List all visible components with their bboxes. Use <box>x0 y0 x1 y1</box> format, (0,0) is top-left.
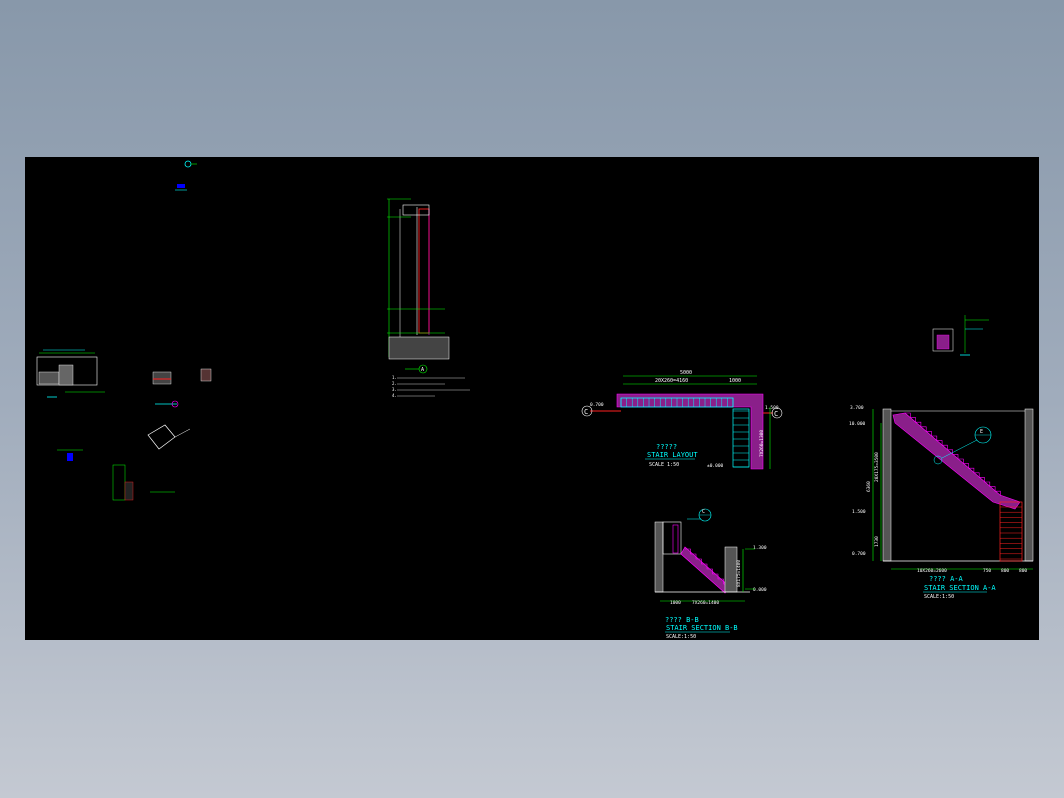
detail-cluster-top-left <box>175 160 197 191</box>
bb-level-top: 1.300 <box>753 545 767 551</box>
wall-section-detail: A 1. 2. 3. 4. <box>387 198 470 398</box>
stair-layout-scale: SCALE 1:50 <box>649 462 679 468</box>
drawing-canvas: A 1. 2. 3. 4. 5000 20X260=4160 1000 C 0.… <box>36 160 1034 640</box>
section-aa-scale: SCALE:1:50 <box>924 594 954 600</box>
aa-level-bottom: 0.700 <box>852 551 866 557</box>
dim-landing: 1000 <box>729 378 741 384</box>
dim-run: 20X260=4160 <box>655 378 688 384</box>
bb-level-bottom: 0.000 <box>753 587 767 593</box>
section-bb: 8X175=1400 1.300 0.000 1000 7X260=1400 C… <box>654 508 767 640</box>
dim-side: 7X260=1300 <box>759 430 765 457</box>
cad-viewport[interactable]: A 1. 2. 3. 4. 5000 20X260=4160 1000 C 0.… <box>25 157 1039 640</box>
aa-dim-rise: 20X175=3500 <box>874 452 880 482</box>
svg-text:3.: 3. <box>392 387 397 392</box>
section-bb-subtitle: STAIR SECTION B-B <box>666 624 738 632</box>
level-left: 0.700 <box>590 402 604 408</box>
level-bottom: ±0.000 <box>707 463 724 469</box>
aa-level-2: 10.000 <box>849 421 866 427</box>
wall-detail-notes: 1. 2. 3. 4. <box>392 375 470 398</box>
svg-text:1.: 1. <box>392 375 397 380</box>
aa-dim-run: 10X260=2600 <box>917 568 947 574</box>
section-aa: E 3.700 10.000 1.500 0.700 6360 20X175=3… <box>849 405 1034 600</box>
aa-dim-left: 6360 <box>866 481 872 492</box>
aa-level-3: 1.500 <box>852 509 866 515</box>
section-bb-title: ???? B-B <box>665 616 699 624</box>
detail-cluster-wall-footing <box>36 349 105 398</box>
level-right: 1.500 <box>765 405 779 411</box>
aa-dim-c: 800 <box>1019 568 1027 574</box>
plan-treads <box>620 398 734 407</box>
aa-dim-b: 800 <box>1001 568 1009 574</box>
stair-layout-title: ????? <box>656 443 677 451</box>
aa-detail-mark: E <box>980 429 983 435</box>
stair-layout-plan: 5000 20X260=4160 1000 C 0.700 C 1.500 7X… <box>581 370 783 470</box>
plan-side-treads <box>733 410 749 468</box>
section-aa-subtitle: STAIR SECTION A-A <box>924 584 996 592</box>
section-mark-right: C <box>774 410 778 418</box>
aa-dim-a: 750 <box>983 568 991 574</box>
aa-lower-treads <box>1000 506 1022 560</box>
bb-dim-landing: 1000 <box>670 600 681 606</box>
detail-cluster-mid-left <box>57 368 212 501</box>
section-bb-scale: SCALE:1:50 <box>666 634 696 640</box>
aa-dim-lower: 1730 <box>874 536 880 547</box>
section-aa-title: ???? A-A <box>929 575 964 583</box>
svg-text:2.: 2. <box>392 381 397 386</box>
stair-layout-subtitle: STAIR LAYOUT <box>647 451 698 459</box>
wall-detail-label: A <box>421 367 424 373</box>
detail-cluster-top-right <box>932 315 989 356</box>
bb-dim-run: 7X260=1400 <box>692 600 719 606</box>
section-mark-left: C <box>584 408 588 416</box>
dim-total: 5000 <box>680 370 692 376</box>
svg-text:4.: 4. <box>392 393 397 398</box>
bb-dim-rise: 8X175=1400 <box>736 560 742 587</box>
aa-level-top: 3.700 <box>850 405 864 411</box>
bb-detail-mark: C <box>702 509 705 515</box>
